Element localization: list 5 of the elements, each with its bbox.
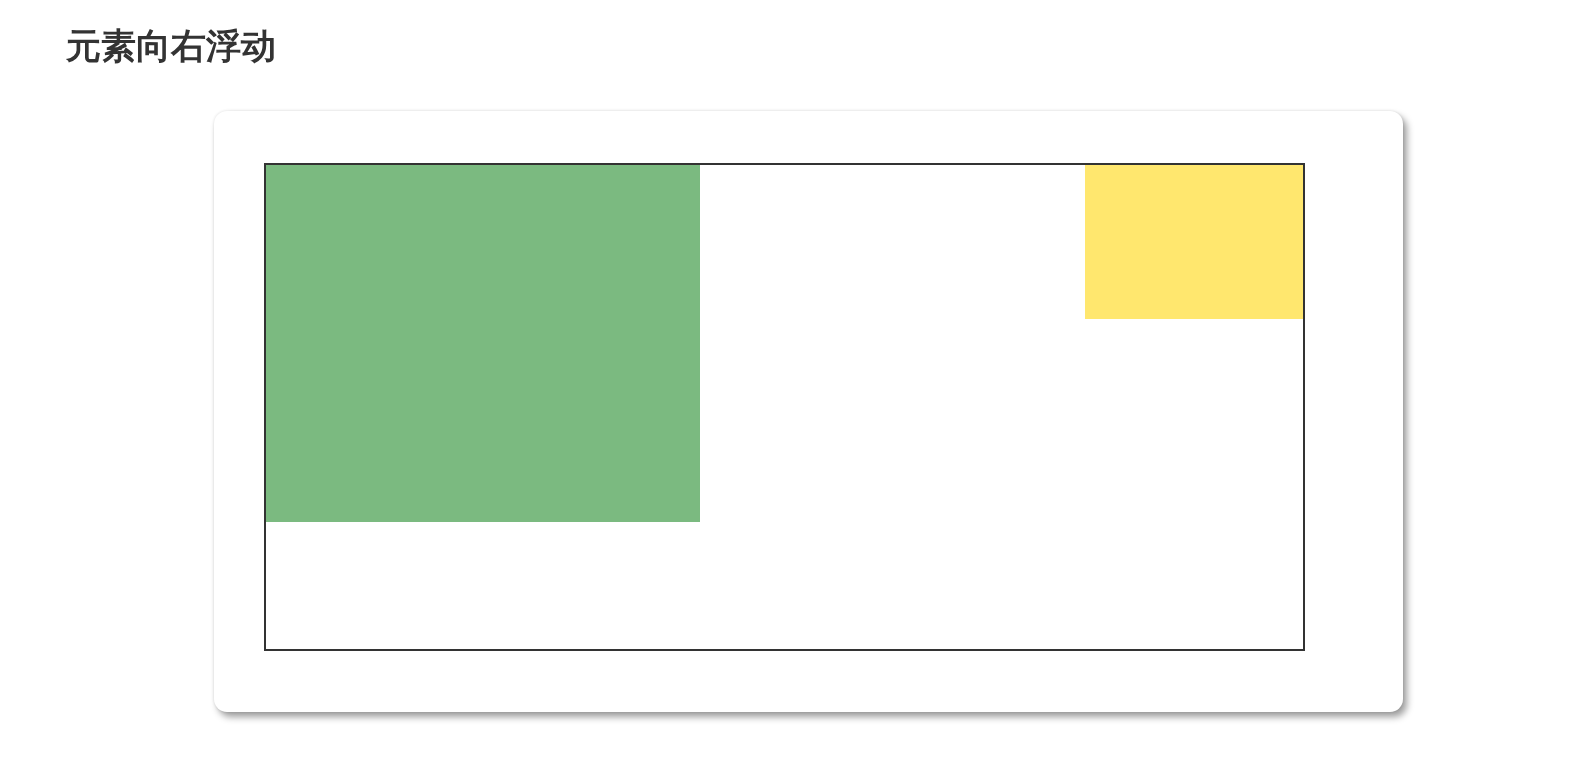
container-box: [264, 163, 1305, 651]
title: 元素向右浮动: [66, 25, 276, 68]
float-box: [1085, 165, 1303, 319]
block-box: [266, 165, 700, 522]
card: [214, 111, 1403, 712]
